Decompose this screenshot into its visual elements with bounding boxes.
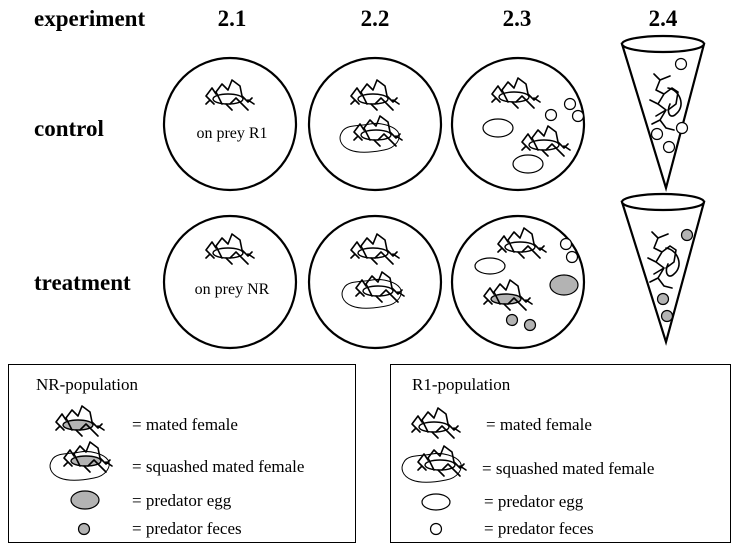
cone-control-2-4	[622, 36, 704, 188]
dish-treatment-2-1: on prey NR	[164, 216, 296, 348]
predator-feces-icon	[565, 99, 576, 110]
predator-feces-icon	[682, 230, 693, 241]
predator-feces-icon	[652, 129, 663, 140]
predator-feces-icon	[567, 252, 578, 263]
predator-feces-icon	[664, 142, 675, 153]
legend-mated-female: = mated female	[486, 415, 592, 434]
legend-nr-population: NR-population = mated female = squashed …	[9, 365, 356, 543]
dish-treatment-2-2	[309, 216, 441, 348]
predator-feces-icon	[676, 59, 687, 70]
cone-treatment-2-4	[622, 194, 704, 342]
predator-feces-icon	[546, 110, 557, 121]
dish-treatment-2-3	[452, 216, 584, 348]
dish-control-2-3	[452, 58, 584, 190]
legend-predator-feces: = predator feces	[132, 519, 242, 538]
column-header-2-1: 2.1	[218, 6, 247, 31]
predator-egg-icon	[483, 119, 513, 137]
legend-predator-feces: = predator feces	[484, 519, 594, 538]
legend-title: R1-population	[412, 375, 511, 394]
legend-predator-egg: = predator egg	[132, 491, 232, 510]
predator-feces-icon	[662, 311, 673, 322]
predator-egg-icon	[513, 155, 543, 173]
predator-feces-icon	[658, 294, 669, 305]
predator-feces-icon	[525, 320, 536, 331]
predator-feces-icon	[561, 239, 572, 250]
predator-feces-icon	[431, 524, 442, 535]
predator-egg-icon	[71, 491, 99, 509]
predator-egg-icon	[550, 275, 578, 295]
legend-squashed-mated-female: = squashed mated female	[132, 457, 304, 476]
predator-egg-icon	[475, 258, 505, 274]
predator-feces-icon	[573, 111, 584, 122]
dish-control-2-2	[309, 58, 441, 190]
predator-egg-icon	[422, 494, 450, 510]
dish-control-2-1: on prey R1	[164, 58, 296, 190]
legend-squashed-mated-female: = squashed mated female	[482, 459, 654, 478]
column-header-2-4: 2.4	[649, 6, 678, 31]
column-header-2-2: 2.2	[361, 6, 390, 31]
predator-feces-icon	[507, 315, 518, 326]
legend-title: NR-population	[36, 375, 138, 394]
predator-feces-icon	[79, 524, 90, 535]
legend-mated-female: = mated female	[132, 415, 238, 434]
column-header-2-3: 2.3	[503, 6, 532, 31]
row-label-control: control	[34, 116, 104, 141]
dish-label: on prey NR	[195, 281, 270, 298]
row-label-treatment: treatment	[34, 270, 131, 295]
legend-r1-population: R1-population = mated female = squashed …	[391, 365, 731, 543]
legend-predator-egg: = predator egg	[484, 492, 584, 511]
dish-label: on prey R1	[196, 125, 267, 142]
experiment-header: experiment	[34, 6, 145, 31]
predator-feces-icon	[677, 123, 688, 134]
